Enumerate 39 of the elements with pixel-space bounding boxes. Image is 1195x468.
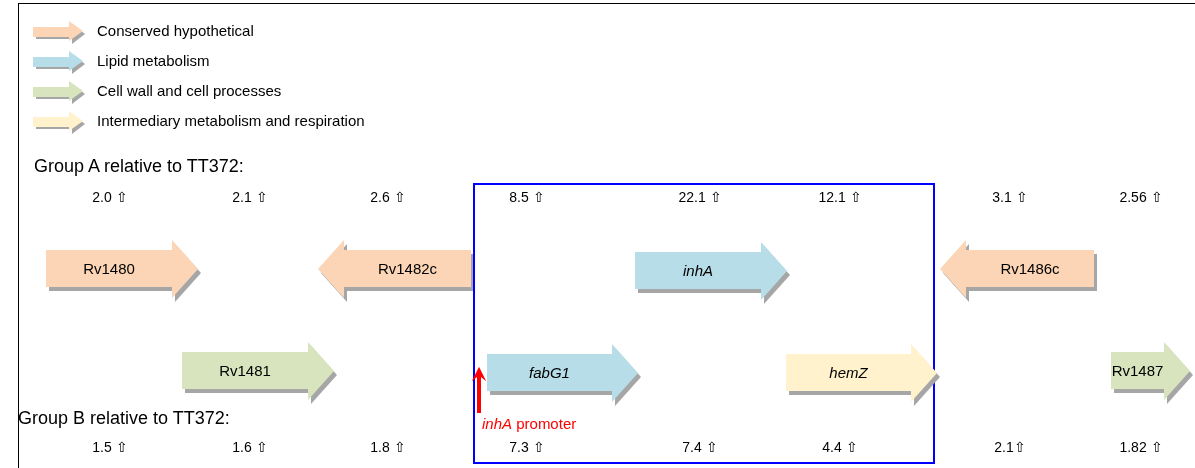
gene-arrow	[940, 240, 1098, 302]
gene-arrow	[635, 242, 791, 304]
legend-label: Conserved hypothetical	[97, 21, 254, 41]
fold-change-value: 2.56 ⇧	[1119, 189, 1163, 205]
gene-name: Rv1480	[82, 259, 136, 279]
fold-change-value: 2.0 ⇧	[92, 189, 128, 205]
fold-change-value: 2.6 ⇧	[370, 189, 406, 205]
group-heading: Group A relative to TT372:	[34, 156, 244, 177]
gene-arrow	[786, 344, 941, 406]
gene-name: Rv1482c	[376, 259, 439, 279]
gene-name: fabG1	[528, 363, 571, 383]
gene-arrow	[1111, 342, 1194, 404]
fold-change-value: 4.4 ⇧	[822, 439, 858, 455]
promoter-label: inhA promoter	[482, 415, 577, 432]
fold-change-value: 1.82 ⇧	[1119, 439, 1163, 455]
fold-change-value: 1.8 ⇧	[370, 439, 406, 455]
gene-arrow	[46, 240, 202, 302]
gene-name: Rv1486c	[999, 259, 1061, 279]
fold-change-value: 1.5 ⇧	[92, 439, 128, 455]
legend-label: Lipid metabolism	[97, 51, 210, 71]
gene-name: Rv1481	[218, 361, 272, 381]
fold-change-value: 22.1 ⇧	[678, 189, 722, 205]
gene-arrow	[182, 342, 338, 404]
fold-change-value: 7.4 ⇧	[682, 439, 718, 455]
gene-arrow	[487, 344, 642, 406]
fold-change-value: 8.5 ⇧	[509, 189, 545, 205]
gene-name: inhA	[682, 261, 714, 281]
gene-name: hemZ	[828, 363, 869, 383]
fold-change-value: 7.3 ⇧	[509, 439, 545, 455]
gene-name: Rv1487	[1111, 361, 1164, 381]
fold-change-value: 3.1 ⇧	[992, 189, 1028, 205]
fold-change-value: 1.6 ⇧	[232, 439, 268, 455]
legend-label: Cell wall and cell processes	[97, 81, 282, 101]
legend-label: Intermediary metabolism and respiration	[97, 111, 365, 131]
fold-change-value: 2.1⇧	[994, 439, 1026, 455]
group-heading: Group B relative to TT372:	[18, 408, 230, 429]
fold-change-value: 2.1 ⇧	[232, 189, 268, 205]
gene-arrow	[318, 240, 475, 302]
fold-change-value: 12.1 ⇧	[818, 189, 862, 205]
